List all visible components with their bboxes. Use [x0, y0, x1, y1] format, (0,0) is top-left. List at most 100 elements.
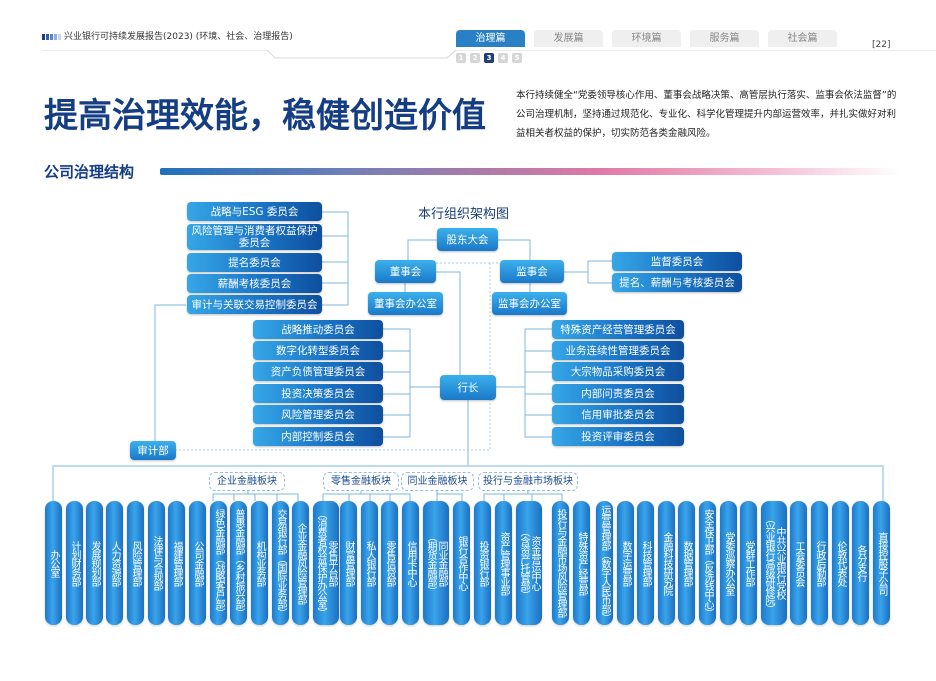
- management-committee[interactable]: 资产负债管理委员会: [253, 362, 383, 381]
- department-label: 投行与金融市场风险管理部: [555, 509, 566, 617]
- management-committee[interactable]: 内部问责委员会: [552, 384, 684, 403]
- department-box[interactable]: 直接控股子公司: [873, 501, 890, 625]
- board-committee[interactable]: 战略与ESG 委员会: [187, 202, 322, 221]
- department-box[interactable]: 零售信贷部: [381, 501, 398, 625]
- board-committee[interactable]: 提名委员会: [187, 253, 322, 272]
- department-label: 风险管理部: [130, 540, 141, 586]
- department-box[interactable]: 投行与金融市场风险管理部: [552, 501, 569, 625]
- department-box[interactable]: 资产管理事业部: [495, 501, 512, 625]
- department-box[interactable]: 投资银行部: [474, 501, 491, 625]
- node-board[interactable]: 董事会: [375, 260, 436, 283]
- node-president[interactable]: 行长: [440, 375, 496, 400]
- department-box[interactable]: 各分支行: [852, 501, 869, 625]
- department-box[interactable]: 同业金融部（期货金融部）: [423, 501, 449, 625]
- intro-paragraph: 本行持续健全“党委领导核心作用、董事会战略决策、高管层执行落实、监事会依法监督”…: [516, 90, 897, 139]
- board-committee[interactable]: 审计与关联交易控制委员会: [187, 295, 322, 314]
- department-box[interactable]: 财富管理部: [340, 501, 357, 625]
- department-box[interactable]: 安全保卫部（反洗钱中心）: [699, 501, 716, 625]
- chapter-button-active[interactable]: 3: [484, 53, 494, 63]
- tab-development[interactable]: 发展篇: [534, 30, 603, 47]
- department-box[interactable]: 计划财务部: [66, 501, 83, 625]
- department-label: 银行合作中心: [456, 536, 467, 590]
- department-box[interactable]: 零售平台部（消费者权益保护办公室）: [313, 501, 339, 625]
- supervisor-committee[interactable]: 提名、薪酬与考核委员会: [612, 273, 742, 292]
- page-number: [22]: [872, 40, 891, 50]
- department-box[interactable]: 资金营运中心（含资产托管部）: [516, 501, 542, 625]
- department-box[interactable]: 科技管理部: [637, 501, 654, 625]
- department-box[interactable]: 党群工作部: [740, 501, 757, 625]
- department-box[interactable]: 绿色金融部（战略客户部）: [210, 501, 227, 625]
- department-label: 人力资源部: [109, 540, 120, 586]
- chapter-button[interactable]: 2: [470, 53, 480, 63]
- tab-governance[interactable]: 治理篇: [456, 30, 525, 47]
- department-label: 信用卡中心: [405, 540, 416, 586]
- management-committee[interactable]: 投资评审委员会: [552, 427, 684, 446]
- department-label: 财富管理部: [343, 540, 354, 586]
- department-box[interactable]: 交易银行部（国际业务部）: [272, 501, 289, 625]
- department-box[interactable]: 银行合作中心: [453, 501, 470, 625]
- department-box[interactable]: 行政后勤部: [811, 501, 828, 625]
- department-box[interactable]: 发展规划部: [86, 501, 103, 625]
- management-committee[interactable]: 特殊资产经营管理委员会: [552, 320, 684, 339]
- chapter-button[interactable]: 1: [456, 53, 466, 63]
- department-label: 科技管理部: [640, 540, 651, 586]
- department-box[interactable]: 数据管理部: [678, 501, 695, 625]
- chapter-button[interactable]: 5: [512, 53, 522, 63]
- department-box[interactable]: 金融科技研究院: [658, 501, 675, 625]
- node-audit-department[interactable]: 审计部: [130, 441, 176, 460]
- department-label: 绿色金融部（战略客户部）: [213, 509, 224, 617]
- tab-service[interactable]: 服务篇: [690, 30, 759, 47]
- department-box[interactable]: 运营管理部（数字人民币部）: [596, 501, 613, 625]
- section-gradient-bar: [160, 168, 900, 175]
- department-label: 资金营运中心: [529, 536, 540, 590]
- department-box[interactable]: 公司金融部: [189, 501, 206, 625]
- tab-society[interactable]: 社会篇: [768, 30, 837, 47]
- node-supervisory-board[interactable]: 监事会: [500, 260, 564, 283]
- department-box[interactable]: 办公室: [45, 501, 62, 625]
- segment-label-interbank: 同业金融板块: [401, 472, 474, 491]
- department-box[interactable]: 普惠金融部（乡村振兴部）: [230, 501, 247, 625]
- management-committee[interactable]: 数字化转型委员会: [253, 341, 383, 360]
- node-board-office[interactable]: 董事会办公室: [368, 292, 443, 315]
- segment-label-corporate: 企业金融板块: [209, 472, 285, 491]
- segment-label-retail: 零售金融板块: [323, 472, 399, 491]
- board-committee[interactable]: 薪酬考核委员会: [187, 274, 322, 293]
- supervisor-committee[interactable]: 监督委员会: [612, 252, 742, 271]
- management-committee[interactable]: 投资决策委员会: [253, 384, 383, 403]
- management-committee[interactable]: 风险管理委员会: [253, 405, 383, 424]
- department-label: 普惠金融部（乡村振兴部）: [233, 509, 244, 617]
- management-committee[interactable]: 业务连续性管理委员会: [552, 341, 684, 360]
- segment-label-investment-markets: 投行与金融市场板块: [478, 472, 578, 491]
- department-box[interactable]: 信用卡中心: [402, 501, 419, 625]
- department-box[interactable]: 福建管理部: [168, 501, 185, 625]
- management-committee[interactable]: 战略推动委员会: [253, 320, 383, 339]
- management-committee[interactable]: 信用审批委员会: [552, 405, 684, 424]
- department-label: 特殊资产经营部: [576, 531, 587, 595]
- board-committee[interactable]: 风险管理与消费者权益保护委员会: [187, 224, 322, 250]
- management-committee[interactable]: 内部控制委员会: [253, 427, 383, 446]
- department-box[interactable]: 私人银行部: [361, 501, 378, 625]
- report-title: 兴业银行可持续发展报告(2023) (环境、社会、治理报告): [64, 32, 293, 42]
- department-box[interactable]: 特殊资产经营部: [573, 501, 590, 625]
- node-shareholders-meeting[interactable]: 股东大会: [437, 228, 498, 251]
- department-label: 直接控股子公司: [876, 531, 887, 595]
- management-committee[interactable]: 大宗物品采购委员会: [552, 362, 684, 381]
- department-box[interactable]: 风险管理部: [127, 501, 144, 625]
- node-supervisory-office[interactable]: 监事会办公室: [492, 292, 567, 315]
- department-label: 机构业务部: [254, 540, 265, 586]
- department-box[interactable]: 党委巡察办公室: [720, 501, 737, 625]
- chapter-button[interactable]: 4: [498, 53, 508, 63]
- department-label: 计划财务部: [69, 540, 80, 586]
- header-divider: [42, 50, 936, 59]
- department-box[interactable]: 企业金融风险管理部: [292, 501, 309, 625]
- department-box[interactable]: 伦敦代表处: [832, 501, 849, 625]
- department-box[interactable]: 中共兴业银行党校（兴业银行高级研修院）: [761, 501, 787, 625]
- department-box[interactable]: 工会委员会: [790, 501, 807, 625]
- department-box[interactable]: 法律与合规部: [148, 501, 165, 625]
- department-label: 福建管理部: [171, 540, 182, 586]
- department-box[interactable]: 人力资源部: [106, 501, 123, 625]
- department-box[interactable]: 数字运营部: [617, 501, 634, 625]
- department-box[interactable]: 机构业务部: [251, 501, 268, 625]
- tab-environment[interactable]: 环境篇: [612, 30, 681, 47]
- department-label: 同业金融部: [436, 540, 447, 586]
